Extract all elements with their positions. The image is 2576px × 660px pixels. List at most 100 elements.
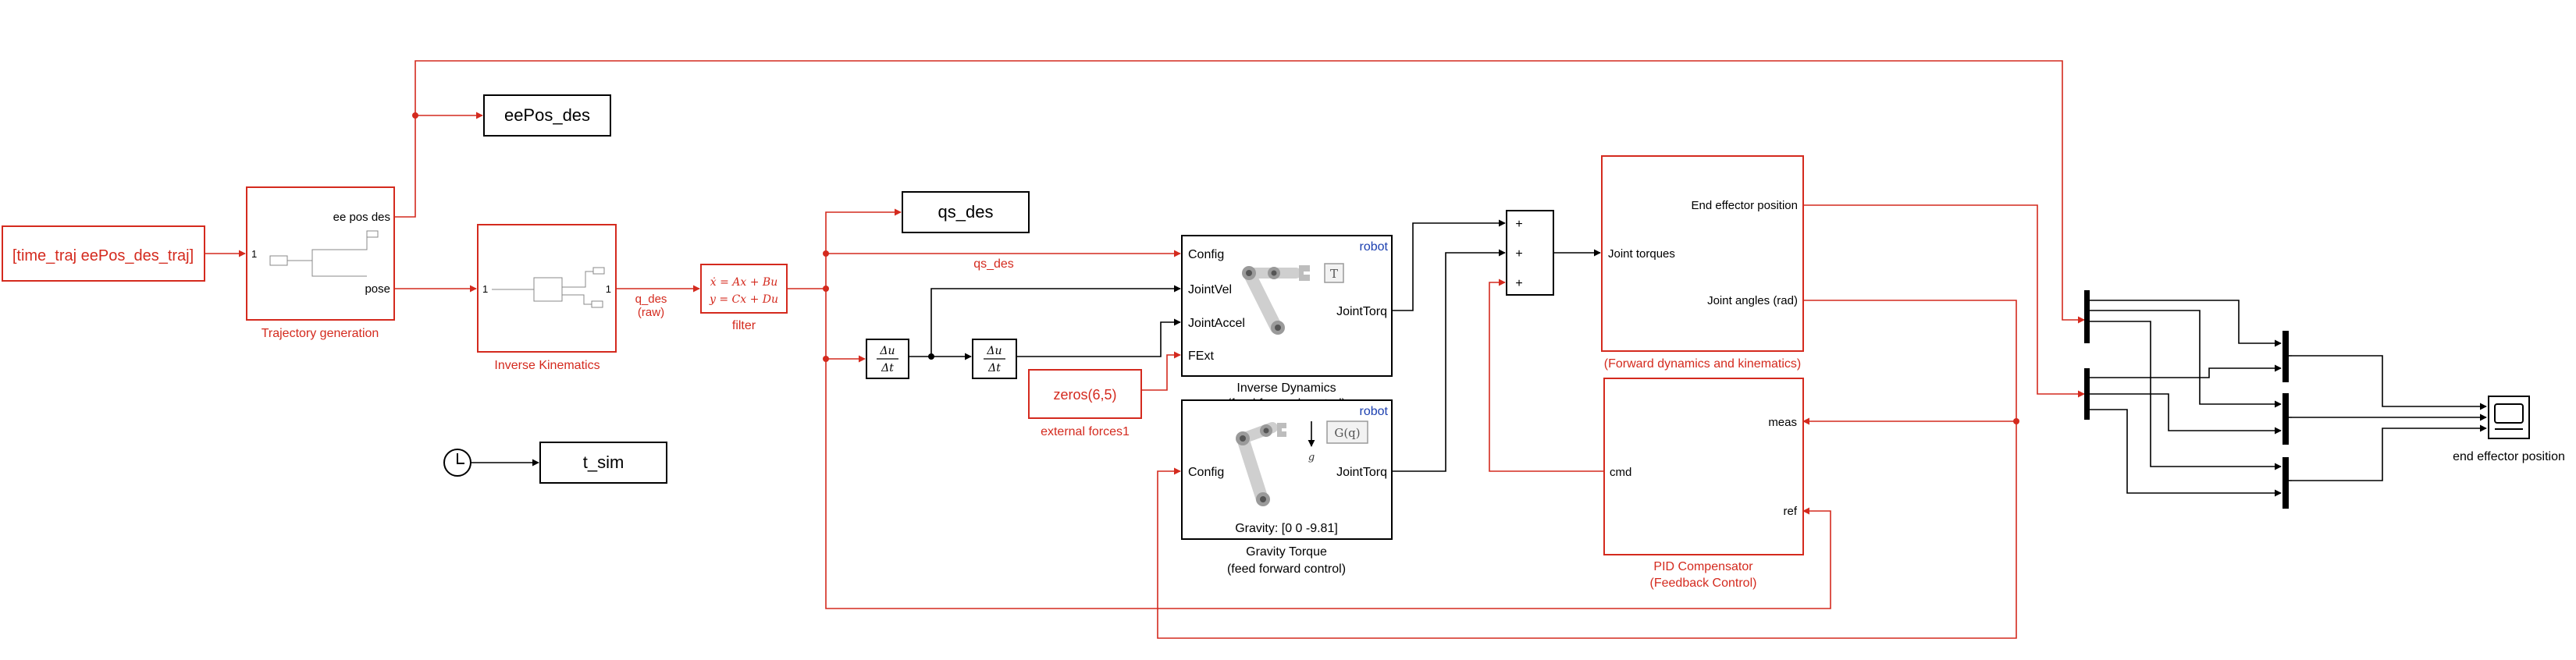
wire-gravity-to-sum[interactable] (1392, 249, 1506, 472)
junction-joint-angles (2013, 418, 2019, 424)
t-sim-label: t_sim (583, 452, 624, 472)
wire-qs-des-to-ref[interactable] (825, 289, 1831, 609)
inverse-dynamics-name: Inverse Dynamics (1236, 381, 1336, 395)
scope-block[interactable]: end effector position (2453, 396, 2565, 463)
gravity-robot-tag: robot (1360, 405, 1389, 418)
qs-des-block[interactable]: qs_des (902, 191, 1030, 233)
wire-ee-position-to-demux-bottom[interactable] (1803, 204, 2085, 398)
wire-eepos-branch[interactable] (394, 115, 416, 218)
pid-compensator-block[interactable]: cmd meas ref PID Compensator (Feedback C… (1603, 378, 1804, 590)
pid-port-meas: meas (1768, 416, 1797, 429)
gravity-port-jointtorq: JointTorq (1336, 466, 1387, 479)
mux-3[interactable] (2282, 457, 2289, 509)
scope-screen-icon (2494, 403, 2524, 424)
gravity-torque-subtitle: (feed forward control) (1227, 562, 1346, 576)
derivative2-denominator: Δt (987, 362, 1001, 374)
inverse-dynamics-block[interactable]: robot Config JointVel JointAccel FExt Jo… (1181, 235, 1393, 410)
gq-icon: G(q) (1326, 420, 1368, 444)
junction-qs-des (823, 250, 829, 257)
qs-des-block-label: qs_des (938, 202, 994, 222)
wire-mux1-to-scope[interactable] (2292, 355, 2487, 410)
demux-ee-position[interactable] (2084, 290, 2090, 343)
wire-demux2-out2[interactable] (2090, 393, 2282, 435)
gq-icon-text: G(q) (1334, 426, 1360, 440)
wire-pid-cmd-to-sum[interactable] (1489, 279, 1604, 472)
ik-port-out: 1 (606, 283, 611, 295)
external-forces-block[interactable]: zeros(6,5) external forces1 (1028, 369, 1142, 438)
trajectory-port-pose: pose (365, 282, 390, 296)
id-port-config: Config (1188, 248, 1224, 261)
qs-des-signal-label: qs_des (973, 257, 1014, 271)
sum-sign-3: + (1515, 277, 1522, 290)
wire-demux1-out1[interactable] (2090, 300, 2282, 347)
fd-port-ee-position: End effector position (1692, 199, 1798, 212)
robot-arm-gravity-icon (1236, 422, 1286, 506)
clock-block[interactable] (443, 449, 471, 477)
trajectory-subsystem-preview (269, 230, 379, 277)
mux-1[interactable] (2282, 331, 2289, 382)
mux-2[interactable] (2282, 393, 2289, 445)
wire-joint-angles[interactable] (1803, 300, 2017, 421)
demux-joint-angles[interactable] (2084, 368, 2090, 420)
gravity-torque-block[interactable]: robot Config JointTorq g G(q) Gravity: [… (1181, 399, 1393, 576)
sum-sign-1: + (1515, 218, 1522, 231)
id-port-fext: FExt (1188, 350, 1214, 363)
ik-block-name: Inverse Kinematics (494, 359, 600, 372)
sum-block[interactable]: + + + (1506, 210, 1554, 296)
red-signal-lines (205, 60, 2085, 639)
forward-dynamics-name: (Forward dynamics and kinematics) (1604, 357, 1802, 371)
gravity-g-letter: g (1308, 452, 1315, 463)
sum-sign-2: + (1515, 247, 1522, 261)
robot-arm-icon (1242, 265, 1310, 335)
derivative-block-2[interactable]: Δu Δt (972, 339, 1017, 379)
id-port-jointvel: JointVel (1188, 283, 1232, 296)
inverse-kinematics-block[interactable]: 1 1 Inverse Kinematics (477, 224, 617, 372)
q-des-signal-raw-label: (raw) (638, 306, 664, 319)
derivative-block-1[interactable]: Δu Δt (866, 339, 909, 379)
wire-demux1-out2[interactable] (2090, 310, 2282, 408)
wire-mux3-to-scope[interactable] (2292, 424, 2487, 481)
from-workspace-block[interactable]: [time_traj eePos_des_traj] (2, 225, 205, 282)
trajectory-port-ee: ee pos des (333, 211, 390, 224)
black-signal-lines (490, 219, 2487, 497)
wire-id-to-sum[interactable] (1392, 219, 1506, 311)
gravity-arrow-icon: g (1308, 421, 1315, 463)
derivative2-numerator: Δu (986, 345, 1002, 357)
torque-icon-letter: T (1330, 267, 1338, 281)
t-sim-block[interactable]: t_sim (539, 442, 667, 484)
wire-demux2-out3[interactable] (2090, 409, 2282, 497)
trajectory-port-in: 1 (251, 248, 257, 260)
filter-equation-1: ẋ = Ax + Bu (710, 276, 777, 289)
wire-to-qs-des[interactable] (825, 208, 902, 289)
wire-meas-to-gravity-config[interactable] (1157, 421, 2017, 639)
pid-port-cmd: cmd (1610, 466, 1631, 479)
external-forces-value: zeros(6,5) (1053, 387, 1116, 403)
derivative1-numerator: Δu (879, 345, 895, 357)
filter-block-name: filter (732, 319, 756, 332)
gravity-torque-name: Gravity Torque (1246, 545, 1327, 559)
external-forces-name: external forces1 (1041, 425, 1130, 438)
trajectory-generation-block[interactable]: 1 ee pos des pose Trajectory generation (246, 186, 395, 340)
pid-port-ref: ref (1783, 505, 1797, 518)
junction-eepos (412, 112, 418, 119)
eepos-des-block[interactable]: eePos_des (483, 94, 611, 137)
ik-subsystem-preview (492, 267, 605, 308)
wire-velocity-to-jointvel[interactable] (930, 285, 1181, 357)
filter-state-space-block[interactable]: ẋ = Ax + Bu y = Cx + Du filter (700, 264, 788, 332)
wire-demux2-out1[interactable] (2090, 364, 2282, 378)
gravity-port-config: Config (1188, 466, 1224, 479)
ik-port-in: 1 (482, 283, 488, 295)
forward-dynamics-block[interactable]: Joint torques End effector position Join… (1601, 155, 1804, 371)
scope-name: end effector position (2453, 450, 2565, 463)
wire-eepos-to-demux-top[interactable] (415, 60, 2085, 324)
wire-zeros-to-fext[interactable] (1141, 351, 1181, 391)
id-port-jointtorq: JointTorq (1336, 305, 1387, 318)
derivative1-denominator: Δt (881, 362, 894, 374)
filter-equation-2: y = Cx + Du (709, 293, 778, 306)
torque-icon: T (1324, 263, 1344, 283)
trajectory-block-name: Trajectory generation (262, 327, 379, 340)
inverse-dynamics-robot-tag: robot (1360, 240, 1389, 254)
wire-accel-to-jointaccel[interactable] (1016, 318, 1181, 357)
pid-subtitle: (Feedback Control) (1650, 577, 1757, 590)
from-workspace-label: [time_traj eePos_des_traj] (12, 247, 194, 264)
